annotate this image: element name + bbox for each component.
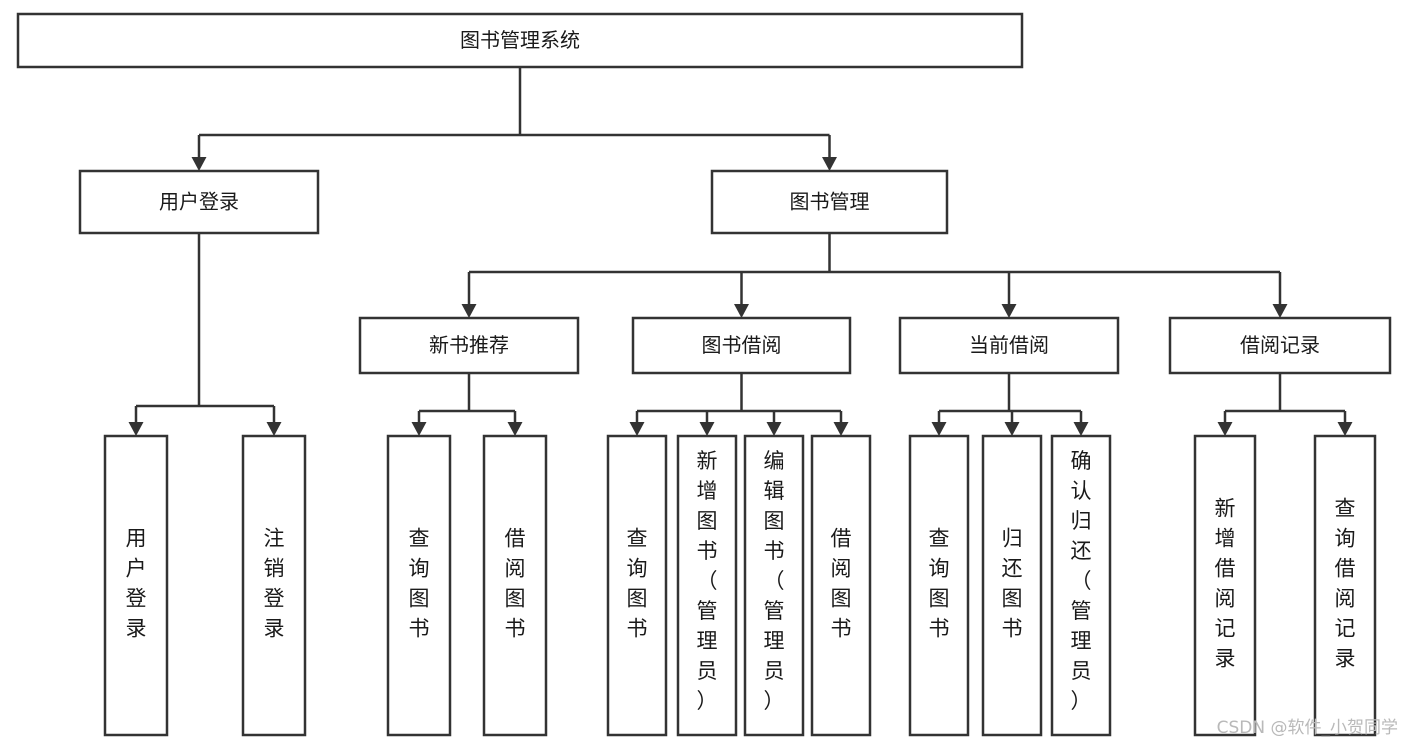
- leaf-label: 查询借阅记录: [1335, 497, 1356, 671]
- level3-box[interactable]: [1168, 316, 1392, 375]
- leaf-node[interactable]: 查询图书: [386, 434, 452, 737]
- leaf-box[interactable]: [606, 434, 668, 737]
- level3-node[interactable]: 当前借阅: [898, 316, 1120, 375]
- edge-login-leaf-0-arrowhead: [128, 422, 144, 436]
- leaf-label: 编辑图书（管理员）: [764, 449, 785, 713]
- edge-g1-leaf-3-arrowhead: [833, 422, 849, 436]
- root-label: 图书管理系统: [460, 28, 580, 52]
- leaf-label: 借阅图书: [505, 527, 526, 641]
- leaf-node[interactable]: 查询图书: [908, 434, 970, 737]
- leaf-box[interactable]: [981, 434, 1043, 737]
- edge-g1-leaf-1-arrowhead: [699, 422, 715, 436]
- leaf-node[interactable]: 借阅图书: [482, 434, 548, 737]
- level2-node[interactable]: 用户登录: [78, 169, 320, 235]
- leaf-box[interactable]: [810, 434, 872, 737]
- leaf-box[interactable]: [676, 434, 738, 737]
- leaf-label: 新增借阅记录: [1215, 497, 1236, 671]
- level3-node[interactable]: 新书推荐: [358, 316, 580, 375]
- leaf-box[interactable]: [1313, 434, 1377, 737]
- edge-g2-leaf-2-arrowhead: [1073, 422, 1089, 436]
- leaf-label: 借阅图书: [831, 527, 852, 641]
- csdn-watermark: CSDN @软件_小贺同学: [1217, 718, 1398, 738]
- leaf-node[interactable]: 归还图书: [981, 434, 1043, 737]
- edge-g1-leaf-0-arrowhead: [629, 422, 645, 436]
- leaf-node[interactable]: 借阅图书: [810, 434, 872, 737]
- level3-label: 新书推荐: [429, 333, 509, 357]
- leaf-box[interactable]: [386, 434, 452, 737]
- level3-label: 图书借阅: [702, 333, 782, 357]
- leaf-label: 新增图书（管理员）: [697, 449, 718, 713]
- level3-box[interactable]: [631, 316, 852, 375]
- level2-label: 用户登录: [159, 190, 239, 214]
- level3-box[interactable]: [358, 316, 580, 375]
- edge-g3-leaf-1-arrowhead: [1337, 422, 1353, 436]
- leaf-label: 用户登录: [126, 527, 147, 641]
- edge-root-to-0-arrowhead: [191, 157, 207, 171]
- leaf-node[interactable]: 新增图书（管理员）: [676, 434, 738, 737]
- level3-node[interactable]: 图书借阅: [631, 316, 852, 375]
- leaf-box[interactable]: [241, 434, 307, 737]
- leaf-node[interactable]: 新增借阅记录: [1193, 434, 1257, 737]
- connectors-layer: [128, 67, 1353, 436]
- root-box[interactable]: [16, 12, 1024, 69]
- edge-root-to-1-arrowhead: [822, 157, 837, 171]
- leaf-label: 归还图书: [1002, 527, 1023, 641]
- level3-label: 当前借阅: [969, 333, 1049, 357]
- leaf-box[interactable]: [1193, 434, 1257, 737]
- leaf-label: 注销登录: [264, 527, 285, 641]
- edge-mgmt-to-3-arrowhead: [1272, 304, 1288, 318]
- leaf-node[interactable]: 编辑图书（管理员）: [743, 434, 805, 737]
- leaf-label: 查询图书: [409, 527, 430, 641]
- level2-box[interactable]: [78, 169, 320, 235]
- root-node[interactable]: 图书管理系统: [16, 12, 1024, 69]
- edge-mgmt-to-2-arrowhead: [1001, 304, 1017, 318]
- edge-g2-leaf-0-arrowhead: [931, 422, 947, 436]
- edge-g1-leaf-2-arrowhead: [766, 422, 782, 436]
- leaf-node[interactable]: 注销登录: [241, 434, 307, 737]
- edge-g2-leaf-1-arrowhead: [1004, 422, 1020, 436]
- leaf-node[interactable]: 确认归还（管理员）: [1050, 434, 1112, 737]
- leaf-box[interactable]: [743, 434, 805, 737]
- edge-login-leaf-1-arrowhead: [266, 422, 282, 436]
- level2-box[interactable]: [710, 169, 949, 235]
- leaf-label: 查询图书: [627, 527, 648, 641]
- leaf-node[interactable]: 查询借阅记录: [1313, 434, 1377, 737]
- edge-g0-leaf-0-arrowhead: [411, 422, 427, 436]
- edge-mgmt-to-1-arrowhead: [734, 304, 749, 318]
- leaf-box[interactable]: [482, 434, 548, 737]
- leaf-box[interactable]: [103, 434, 169, 737]
- leaf-node[interactable]: 查询图书: [606, 434, 668, 737]
- level3-node[interactable]: 借阅记录: [1168, 316, 1392, 375]
- leaf-box[interactable]: [1050, 434, 1112, 737]
- level3-box[interactable]: [898, 316, 1120, 375]
- nodes-layer: 图书管理系统用户登录图书管理新书推荐图书借阅当前借阅借阅记录用户登录注销登录查询…: [16, 12, 1392, 737]
- edge-g3-leaf-0-arrowhead: [1217, 422, 1233, 436]
- edge-mgmt-to-0-arrowhead: [461, 304, 477, 318]
- leaf-label: 确认归还（管理员）: [1071, 449, 1092, 713]
- leaf-label: 查询图书: [929, 527, 950, 641]
- level3-label: 借阅记录: [1240, 333, 1320, 357]
- edge-g0-leaf-1-arrowhead: [507, 422, 523, 436]
- leaf-node[interactable]: 用户登录: [103, 434, 169, 737]
- leaf-box[interactable]: [908, 434, 970, 737]
- level2-label: 图书管理: [790, 190, 870, 214]
- level2-node[interactable]: 图书管理: [710, 169, 949, 235]
